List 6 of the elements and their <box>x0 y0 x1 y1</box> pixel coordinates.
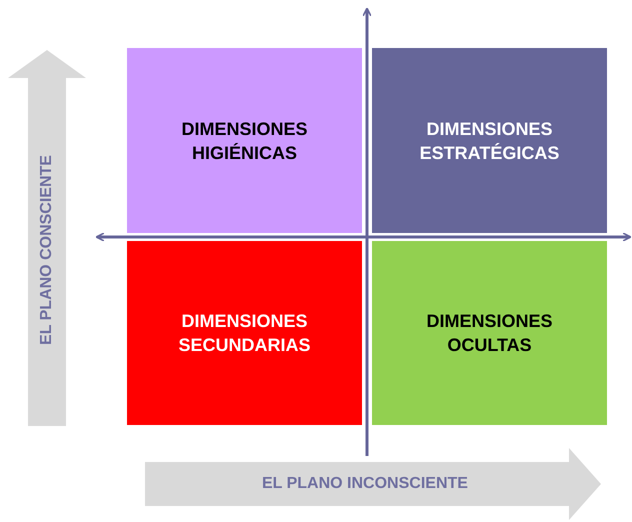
quadrant-box: DIMENSIONES HIGIÉNICAS <box>127 48 362 233</box>
quadrant-box: DIMENSIONES ESTRATÉGICAS <box>372 48 607 233</box>
axis-title: EL PLANO CONSCIENTE <box>38 155 56 345</box>
axis-title: EL PLANO INCONSCIENTE <box>262 475 468 493</box>
quadrant-box: DIMENSIONES OCULTAS <box>372 241 607 425</box>
quadrant-box: DIMENSIONES SECUNDARIAS <box>127 241 362 425</box>
